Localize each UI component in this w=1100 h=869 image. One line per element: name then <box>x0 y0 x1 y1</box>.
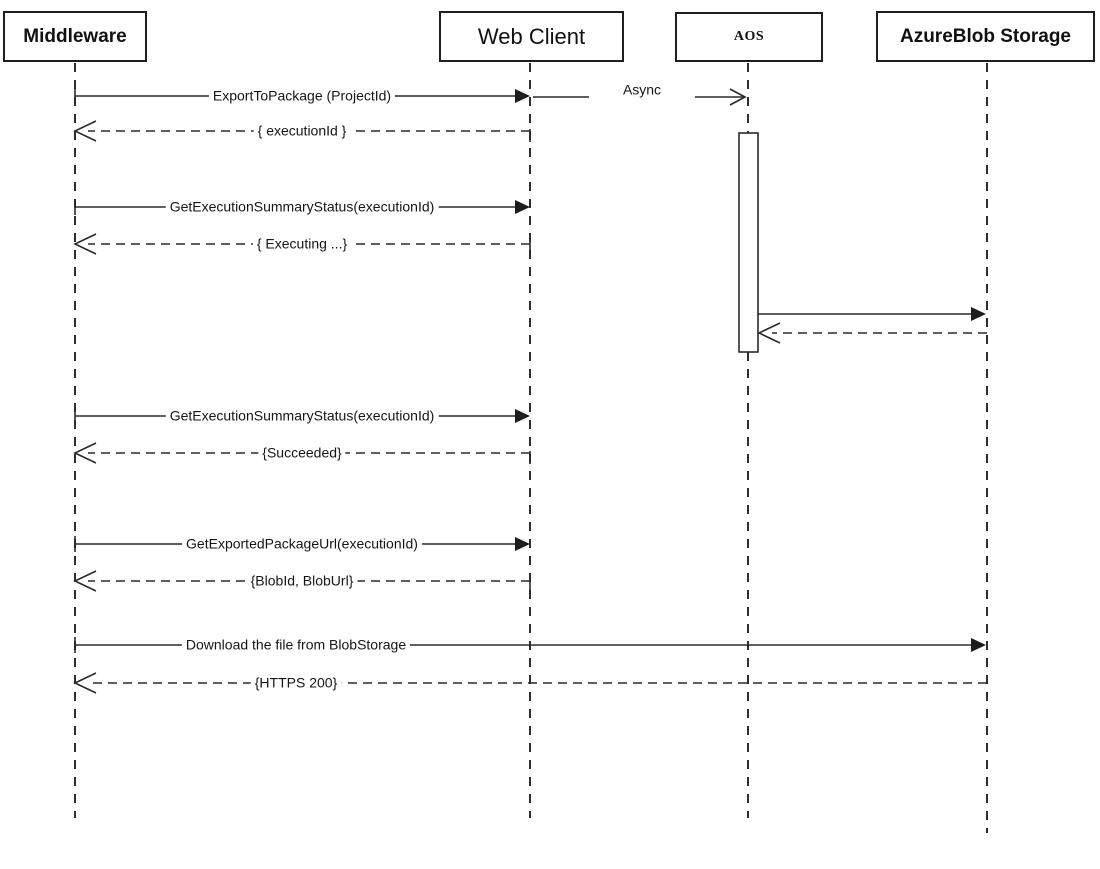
label-https-200: {HTTPS 200} <box>250 673 342 693</box>
actor-middleware: Middleware <box>3 11 147 62</box>
label-get-execution-summary-status-1: GetExecutionSummaryStatus(executionId) <box>165 197 439 217</box>
label-blobid-bloburl: {BlobId, BlobUrl} <box>246 571 358 591</box>
label-async: Async <box>588 75 696 105</box>
filled-arrowhead-icon <box>515 537 530 551</box>
label-executing: { Executing ...} <box>252 234 352 254</box>
message-executing <box>73 233 531 255</box>
actor-label: AzureBlob Storage <box>899 25 1072 47</box>
open-arrowhead-icon <box>73 120 97 142</box>
label-export-to-package: ExportToPackage (ProjectId) <box>208 86 396 106</box>
label-get-execution-summary-status-2: GetExecutionSummaryStatus(executionId) <box>165 406 439 426</box>
message-aos-to-blob <box>758 307 986 321</box>
open-arrowhead-icon <box>73 233 97 255</box>
actor-label: Middleware <box>23 25 127 47</box>
message-blobid-bloburl <box>73 570 531 592</box>
actor-azureblob-storage: AzureBlob Storage <box>876 11 1095 62</box>
message-succeeded <box>73 442 531 464</box>
message-https-200 <box>73 672 987 694</box>
open-arrowhead-icon <box>73 672 97 694</box>
message-blob-to-aos <box>757 322 987 344</box>
filled-arrowhead-icon <box>971 307 986 321</box>
filled-arrowhead-icon <box>515 89 530 103</box>
label-download-file: Download the file from BlobStorage <box>181 635 411 655</box>
filled-arrowhead-icon <box>515 409 530 423</box>
open-arrowhead-icon <box>757 322 781 344</box>
actor-web-client: Web Client <box>439 11 624 62</box>
open-arrowhead-icon <box>73 442 97 464</box>
open-arrowhead-icon <box>73 570 97 592</box>
filled-arrowhead-icon <box>971 638 986 652</box>
activation-bar-aos <box>738 132 759 353</box>
label-execution-id: { executionId } <box>253 121 351 141</box>
actor-label: AOS <box>733 29 765 44</box>
open-arrowhead-icon <box>729 88 747 106</box>
actor-label: Web Client <box>477 23 586 49</box>
message-execution-id <box>73 120 531 142</box>
actor-aos: AOS <box>675 12 823 62</box>
label-succeeded: {Succeeded} <box>258 443 346 463</box>
filled-arrowhead-icon <box>515 200 530 214</box>
label-get-exported-package-url: GetExportedPackageUrl(executionId) <box>182 534 422 554</box>
